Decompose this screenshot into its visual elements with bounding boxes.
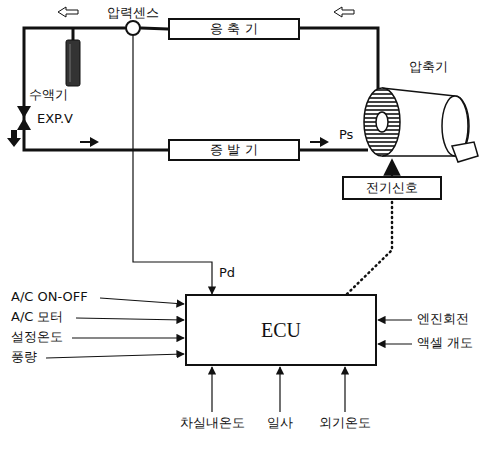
node-text: 응 축 기 <box>210 22 257 37</box>
node-text: 전기신호 <box>366 181 418 196</box>
part-label: 수액기 <box>28 88 69 103</box>
pressure-signal-line <box>133 36 212 294</box>
input-label: 설정온도 <box>10 330 64 345</box>
input-label: 차실내온도 <box>179 416 246 431</box>
compressor-drawing <box>364 88 478 162</box>
refrigerant-pipes <box>73 28 378 150</box>
expansion-valve-symbol <box>17 106 31 130</box>
receiver-symbol <box>66 40 80 86</box>
condenser-box: 응 축 기 <box>168 18 300 40</box>
flow-arrows-hollow <box>58 7 354 17</box>
input-label: 풍량 <box>10 350 38 365</box>
input-label: 엔진회전 <box>416 312 470 327</box>
input-label: 액셀 개도 <box>416 336 474 351</box>
signal-box: 전기신호 <box>342 176 442 200</box>
refrigerant-pipe <box>141 28 168 29</box>
control-signal-line <box>347 200 392 294</box>
input-label: 외기온도 <box>318 416 372 431</box>
evaporator-box: 증 발 기 <box>168 139 300 161</box>
input-label: A/C ON-OFF <box>10 290 89 305</box>
node-text: ECU <box>261 319 301 342</box>
ecu-box: ECU <box>185 294 377 366</box>
pressure-sensor: 압력센스 <box>125 20 141 36</box>
refrigerant-pipe <box>24 28 168 150</box>
node-text: 압력센스 <box>107 6 159 21</box>
signal-name: Pd <box>218 266 236 281</box>
signal-name: Ps <box>338 128 354 143</box>
input-label: A/C 모터 <box>10 310 64 325</box>
input-label: 일사 <box>266 416 294 431</box>
signal-arrow-to-compressor <box>392 160 393 175</box>
part-label: EXP.V <box>36 112 74 127</box>
node-text: 증 발 기 <box>210 143 257 158</box>
part-label: 압축기 <box>408 60 449 75</box>
